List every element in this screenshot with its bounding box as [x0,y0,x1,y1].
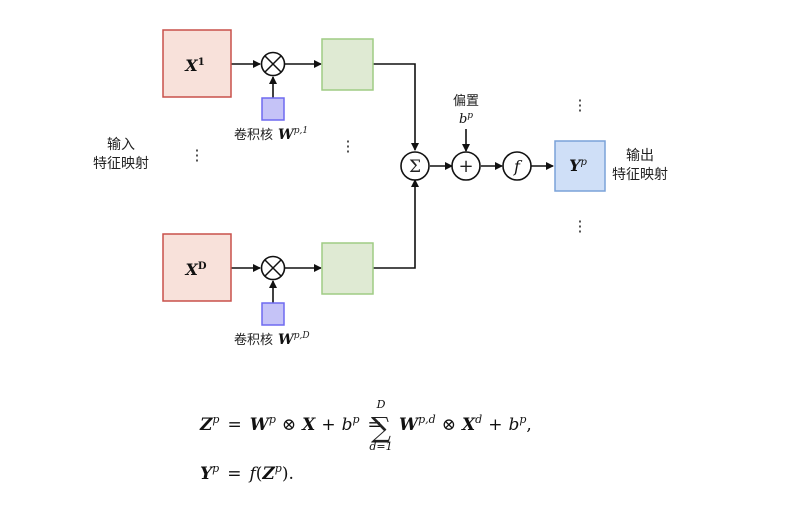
svg-text:Zp=Wp⊗X+bp=: Zp=Wp⊗X+bp= [199,413,382,435]
svg-text:d=1: d=1 [369,440,392,453]
formula-line-2: Yp=f(Zp). [200,462,294,484]
formula-line-1: Zp=Wp⊗X+bp= D ∑ d=1 Wp,d⊗Xd+bp, [199,398,532,453]
sum-operator [400,151,430,181]
conv-result-d [321,242,374,295]
input-feature-map-d [162,233,232,302]
svg-text:Wp,d⊗Xd+bp,: Wp,d⊗Xd+bp, [399,413,532,435]
multiply-operator-1 [260,51,286,77]
output-label-line-2: 特征映射 [612,167,668,183]
input-1-label: X1 [184,56,204,75]
middle-vdots: ⋮ [341,137,356,155]
plus-operator [451,151,481,181]
output-label-line-1: 输出 [626,148,654,164]
multiply-operator-d [260,255,286,281]
svg-text:Yp=f(Zp).: Yp=f(Zp). [200,462,294,484]
input-feature-map-1 [162,29,232,98]
sum-symbol: Σ [409,157,421,177]
svg-text:∑: ∑ [371,411,391,444]
bias-label: 偏置 [453,94,479,109]
output-feature-map [554,140,606,192]
edge-feat1-to-sum [373,63,419,151]
svg-text:D: D [376,398,386,411]
activation-operator [502,151,532,181]
kernel-d [261,302,285,326]
input-label-line-1: 输入 [107,137,135,153]
activation-symbol: f [513,157,523,176]
connections [231,60,554,303]
output-top-vdots: ⋮ [573,96,588,114]
output-bottom-vdots: ⋮ [573,217,588,235]
conv-result-1 [321,38,374,91]
input-vdots: ⋮ [190,146,205,164]
plus-symbol: + [458,156,473,177]
input-label-line-2: 特征映射 [93,156,149,172]
kernel-1 [261,97,285,121]
bias-symbol: bp [459,111,473,127]
edge-featd-to-sum [373,179,419,269]
input-d-label: XD [184,260,206,279]
output-label: Yp [569,156,587,175]
